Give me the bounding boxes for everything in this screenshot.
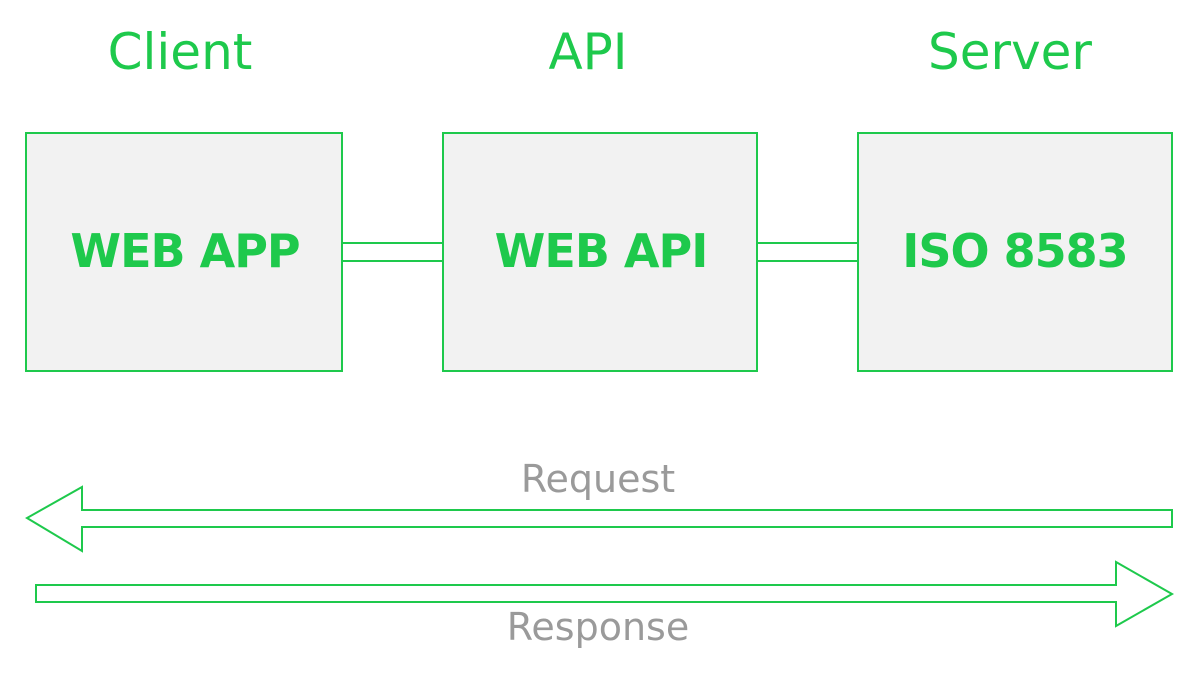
box-web-api	[442, 132, 758, 372]
box-label-web-app: WEB APP	[70, 224, 300, 278]
response-label: Response	[506, 605, 690, 649]
connector-api-server	[757, 242, 858, 262]
tier-label-client: Client	[107, 23, 253, 81]
box-label-iso-8583: ISO 8583	[902, 224, 1128, 278]
request-arrow	[25, 485, 1173, 553]
tier-label-api: API	[548, 23, 628, 81]
connector-client-api	[342, 242, 443, 262]
response-arrow	[35, 560, 1175, 628]
tier-label-server: Server	[928, 23, 1092, 81]
box-iso-8583	[857, 132, 1173, 372]
box-web-app	[25, 132, 343, 372]
box-label-web-api: WEB API	[494, 224, 709, 278]
request-label: Request	[520, 457, 676, 501]
